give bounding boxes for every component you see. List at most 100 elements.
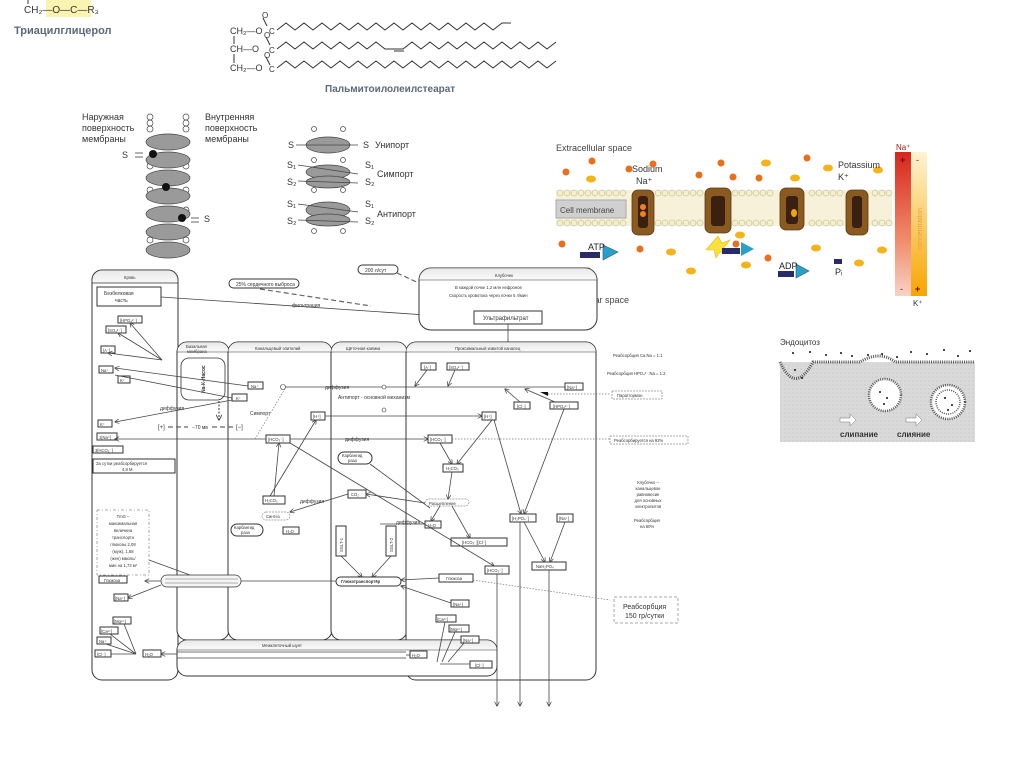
phospholipid-head <box>619 189 627 197</box>
phospholipid-head <box>878 219 886 227</box>
phospholipid-head <box>808 219 816 227</box>
phospholipid-head <box>815 189 823 197</box>
phospholipid-head <box>871 219 879 227</box>
phospholipid-head <box>759 189 767 197</box>
phospholipid-head <box>731 219 739 227</box>
extracellular-label: Extracellular space <box>556 143 632 153</box>
substrate-s-outer: S <box>122 150 128 160</box>
hco3-box-prox: [HCO₃⁻] <box>430 437 446 442</box>
energy-burst-icon <box>705 235 731 259</box>
per-day-label: 200 л/сут <box>365 268 387 274</box>
tmg-note-line: глюкозы 2,08 <box>110 542 136 547</box>
inner-surface-label-3: мембраны <box>205 134 249 144</box>
phospholipid-head <box>682 189 690 197</box>
phospholipid-head <box>808 189 816 197</box>
reabs-92-note: Реабсорбируется на 92% <box>614 438 664 443</box>
daily-reabsorption-text: 4,8 М <box>122 467 133 472</box>
glucose-box-blood: Глюкоза <box>104 578 121 583</box>
ion-label-blood: Na⁺ <box>101 368 109 373</box>
k-minus: - <box>916 155 919 165</box>
palmitoyl-oleyl-stearate-figure: CH₂—O CH—O CH₂—O O O O C C C Пальмитоило… <box>222 0 560 100</box>
outer-surface-label-3: мембраны <box>82 134 126 144</box>
blood-lane <box>91 269 179 681</box>
phospholipid-head <box>654 189 662 197</box>
parathormone-label: Паратгормон <box>617 393 643 398</box>
so4-box-prox: [SO₄²⁻] <box>449 365 463 370</box>
h2po4-box: [H₂PO₄⁻] <box>512 516 529 521</box>
inner-surface-label-1: Внутренняя <box>205 112 254 122</box>
symport-label: Симпорт <box>377 169 414 179</box>
canal-epithelium-header: Канальцевый эпителий <box>255 346 301 351</box>
atp-molecule: ATP <box>580 242 619 261</box>
reabs-ca-na-note: Реабсорбция Ca:Na = 1:1 <box>613 353 663 358</box>
outer-surface-label-1: Наружная <box>82 112 124 122</box>
phospholipid-head <box>675 219 683 227</box>
basal-header-1: Базальная <box>186 344 207 349</box>
na-minus: - <box>900 284 903 294</box>
phospholipid-head <box>822 189 830 197</box>
phospholipid-head <box>591 189 599 197</box>
sglt2-box: SGLT-2 <box>389 537 394 552</box>
daily-reabsorption-text: За сутки реабсорбируется <box>96 461 147 466</box>
phospholipid-head <box>570 189 578 197</box>
h2o-box-blood: H₂O <box>145 652 154 657</box>
carbanhydrase-epith-2: раза <box>241 530 251 535</box>
ca-box-prox: [Ca²⁺] <box>437 617 448 622</box>
balance-note-line: равновесие <box>637 492 660 497</box>
atp-label: ATP <box>588 242 605 252</box>
reabs-hpo4-note: Реабсорбция HPO₄²⁻:Na = 1:2 <box>607 371 666 376</box>
a-box-prox: [A⁻] <box>424 365 431 370</box>
shunt-header: Межклеточный шунт <box>262 643 302 648</box>
proximal-tubule-header: Проксимальный извитой каналец <box>455 346 521 351</box>
symport-label-kidney: Симпорт <box>250 411 271 417</box>
reabs-150-note-2: 150 гр/сутки <box>625 613 664 620</box>
phospholipid-head <box>731 189 739 197</box>
arrow <box>130 323 163 361</box>
formula-fragment: CH₂—O—C—R₃ <box>24 5 99 16</box>
svg-text:C: C <box>269 27 275 36</box>
potassium-symbol: K⁺ <box>838 172 849 182</box>
phospholipid-head <box>661 219 669 227</box>
phospholipid-head <box>591 219 599 227</box>
svg-text:C: C <box>269 65 275 74</box>
sodium-potassium-pump-figure: Extracellular space Intracellular space … <box>555 143 927 308</box>
ca-box-blood: [Ca²⁺] <box>101 629 112 634</box>
na-box-prox-lower: [Na⁺] <box>453 602 463 607</box>
phospholipid-head <box>815 219 823 227</box>
concentration-label: concentration <box>917 208 924 250</box>
adhesion-label: слипание <box>840 430 878 439</box>
na-box-blood-lower: [Na⁺] <box>115 596 125 601</box>
nephrons-note: В каждой почке 1,2 млн нефронов <box>455 285 523 290</box>
antiport-s2-in: S₂ <box>287 216 297 226</box>
antiport-s1-in: S₁ <box>287 199 296 209</box>
phospholipid-head <box>682 219 690 227</box>
reabs-60-note-2: на 60% <box>640 524 654 529</box>
svg-text:C: C <box>269 46 275 55</box>
h2co3-box-epith: H₂CO₃ <box>265 498 278 503</box>
balance-note-line: для основных <box>634 498 662 503</box>
phospholipid-head <box>766 219 774 227</box>
symport-s2-out: S₂ <box>365 177 375 187</box>
protein-free-label-2: часть <box>115 298 128 304</box>
hco3-box-epith: [HCO₃⁻] <box>268 437 284 442</box>
phospholipid-head <box>745 219 753 227</box>
tmg-note-line: TmG – <box>117 514 130 519</box>
phospholipid-head <box>577 219 585 227</box>
gradient-top-label: Na⁺ <box>896 143 910 152</box>
phospholipid-head <box>745 189 753 197</box>
phospholipid-head <box>822 219 830 227</box>
potential-minus: [−] <box>236 425 243 431</box>
triacylglycerol-figure: CH₂—O—C—R₃ Триацилглицерол <box>14 0 112 37</box>
phospholipid-head <box>556 219 564 227</box>
tmg-note-line: максимальная <box>109 521 137 526</box>
symport-s2-in: S₂ <box>287 177 297 187</box>
adp-molecule: ADP <box>778 261 810 279</box>
sodium-label: Sodium <box>632 164 663 174</box>
na-plus: + <box>900 155 905 165</box>
phospholipid-head <box>598 219 606 227</box>
protein-free-label-1: Безбелковая <box>104 291 134 297</box>
filtration-label: фильтрация <box>292 303 321 309</box>
balance-note-line: Клубочко – <box>637 480 659 485</box>
arrow-icon <box>905 413 923 427</box>
na-box-prox-bottom: [Na⁺] <box>463 638 473 643</box>
